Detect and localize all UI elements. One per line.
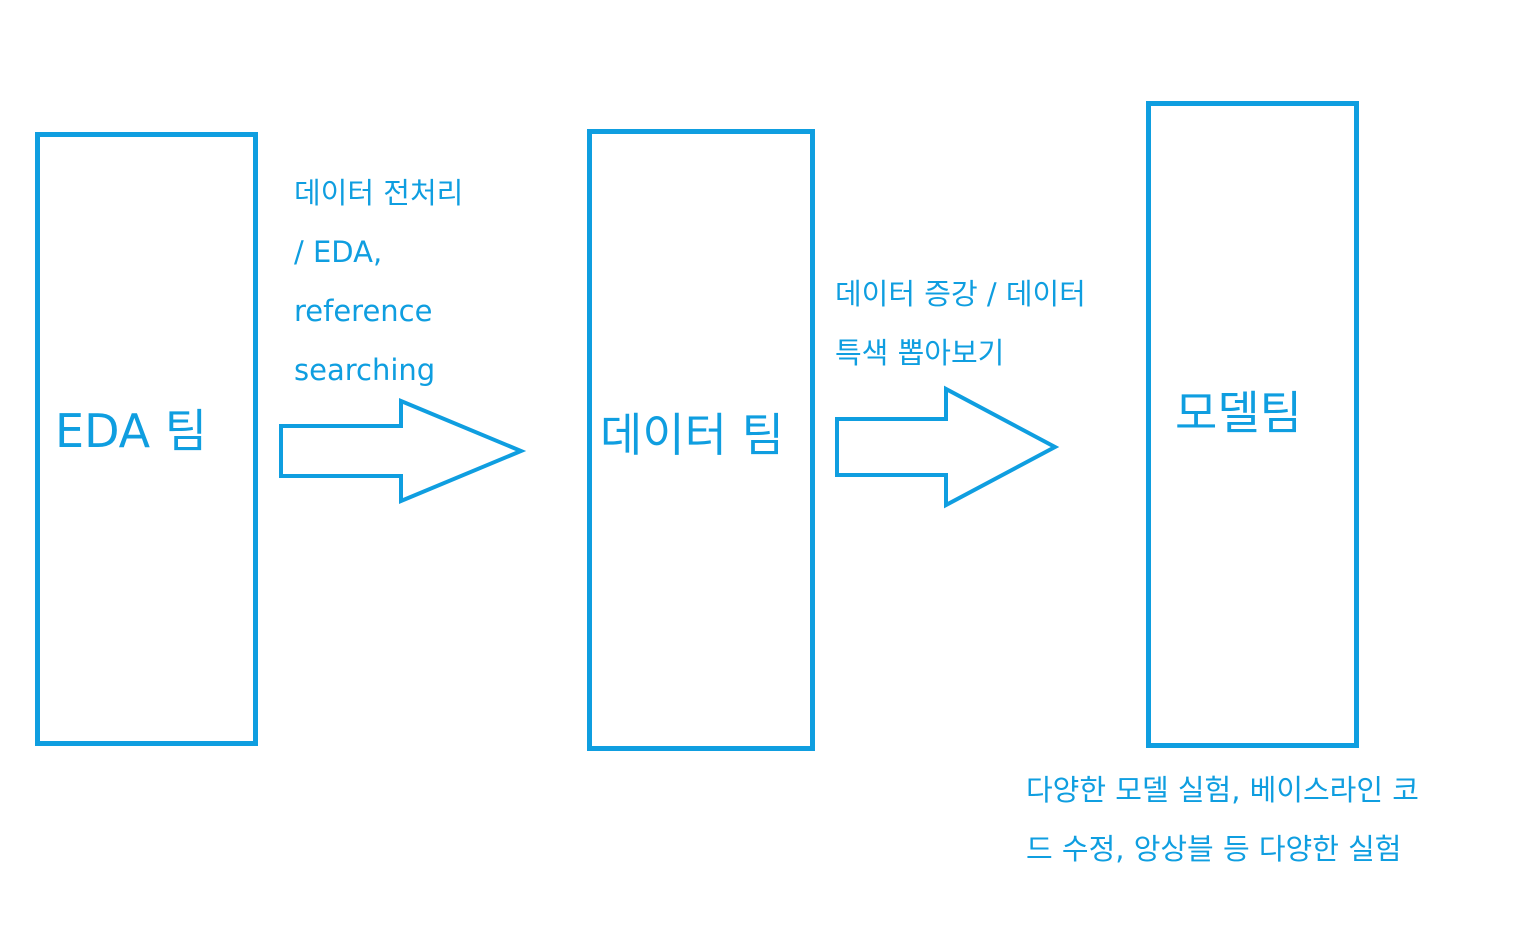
eda-team-label: EDA 팀 — [55, 404, 208, 458]
model-team-box — [1146, 101, 1359, 748]
data-team-box — [587, 129, 815, 751]
arrow-data-to-model-shape — [835, 385, 1060, 509]
note-line: 데이터 증강 / 데이터 — [835, 277, 1086, 311]
note-line: 다양한 모델 실험, 베이스라인 코 — [1026, 773, 1419, 807]
note-line: / EDA, — [294, 235, 383, 269]
eda-team-box — [35, 132, 258, 746]
note-line: 특색 뽑아보기 — [835, 336, 1005, 370]
arrow-eda-to-data-shape — [279, 398, 527, 504]
note-line: searching — [294, 353, 436, 387]
data-team-label: 데이터 팀 — [600, 408, 784, 462]
note-line: reference — [294, 294, 433, 328]
eda-to-data-note: 데이터 전처리 / EDA, reference searching — [294, 164, 463, 400]
note-line: 드 수정, 앙상블 등 다양한 실험 — [1026, 832, 1402, 866]
note-line: 데이터 전처리 — [294, 176, 464, 210]
model-note: 다양한 모델 실험, 베이스라인 코 드 수정, 앙상블 등 다양한 실험 — [1026, 761, 1419, 879]
data-to-model-note: 데이터 증강 / 데이터 특색 뽑아보기 — [835, 265, 1086, 383]
model-team-label: 모델팀 — [1175, 386, 1302, 440]
